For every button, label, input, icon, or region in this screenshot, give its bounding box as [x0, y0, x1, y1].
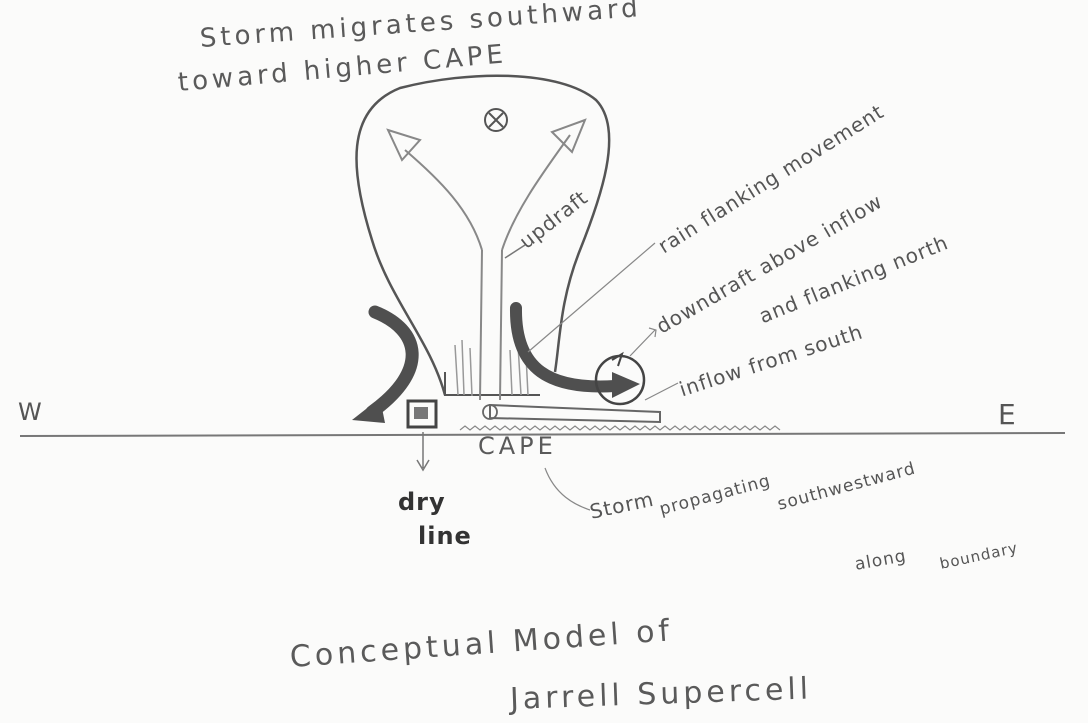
label-dryline-1: dry: [398, 488, 446, 516]
label-east: E: [998, 398, 1017, 431]
dryline-arrow: [417, 432, 429, 470]
updraft-left-branch: [405, 150, 482, 250]
storm-cloud-outline: [356, 76, 609, 395]
leader-storm: [545, 468, 590, 510]
updraft-left-arrowhead: [388, 130, 420, 160]
inflow-shelf: [490, 405, 660, 422]
updraft-stem: [480, 250, 502, 400]
leader-inflow: [645, 383, 678, 400]
label-west: W: [18, 398, 43, 426]
leader-updraft: [505, 245, 525, 258]
leader-downdraft: [630, 328, 656, 356]
cape-zigzag: [460, 426, 780, 430]
cloud-base: [445, 372, 540, 395]
leader-rain: [528, 243, 655, 352]
label-dryline-2: line: [418, 522, 472, 550]
label-cape: CAPE: [478, 432, 557, 460]
west-downdraft-arrow: [372, 312, 412, 412]
